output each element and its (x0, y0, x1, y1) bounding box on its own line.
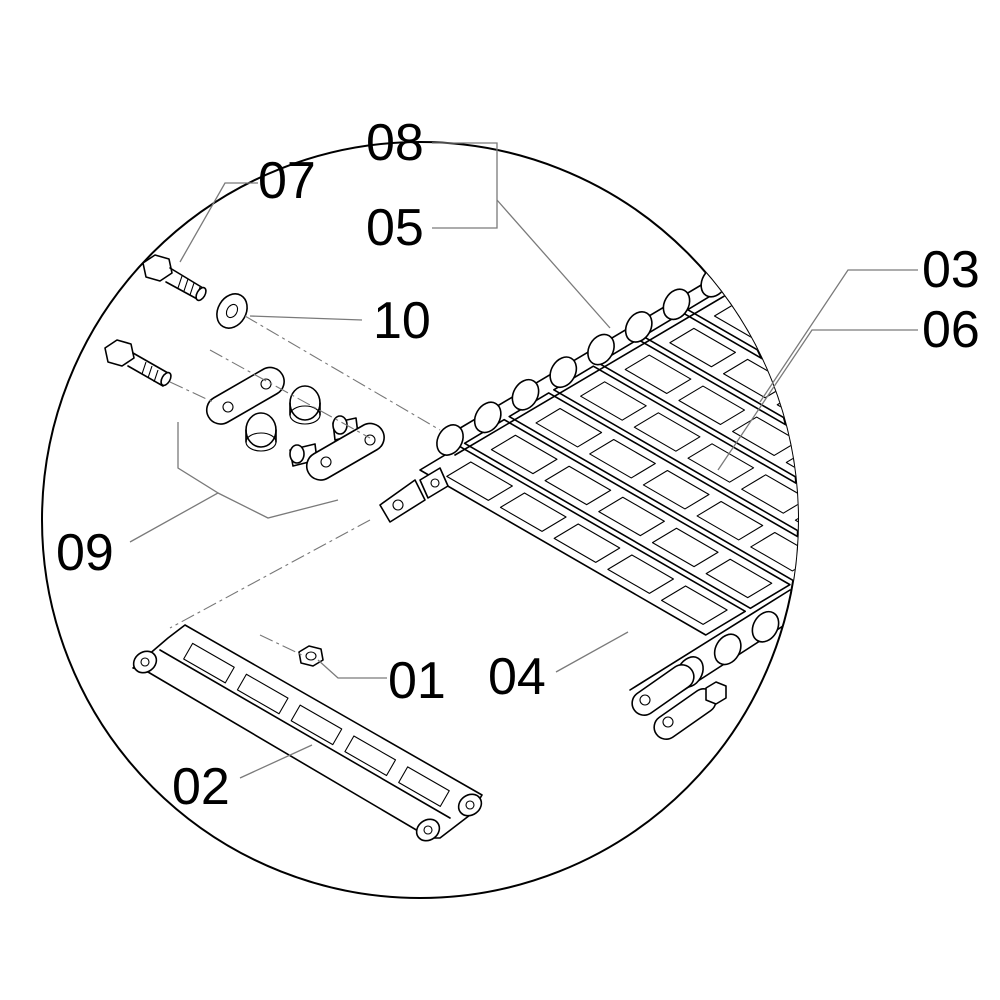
slat-opening (607, 554, 674, 594)
slat-opening (794, 505, 798, 545)
bolt-09 (104, 339, 172, 387)
belt-slat (553, 365, 798, 556)
slat-opening (446, 461, 513, 501)
chain-roller (713, 633, 742, 666)
slat-opening (580, 381, 647, 421)
slat-opening (831, 421, 897, 459)
callout-08: 08 (366, 114, 424, 172)
slat-opening (974, 399, 1000, 437)
slat-opening (822, 364, 888, 402)
slat-opening (696, 500, 764, 541)
washer-10 (216, 293, 248, 329)
belt-slat (597, 338, 798, 529)
chain-roller (436, 424, 464, 456)
slat-opening (750, 531, 798, 572)
slat-opening (705, 558, 773, 599)
slat-opening (813, 306, 879, 344)
callout-labels: 07 08 05 10 03 06 09 01 04 02 (56, 114, 980, 816)
slat-opening (499, 492, 567, 532)
chain-roller (549, 356, 578, 389)
callout-03: 03 (922, 241, 980, 299)
belt-plates (419, 258, 1000, 636)
slat-02 (132, 624, 483, 842)
chain-roller (473, 401, 502, 434)
callout-02: 02 (172, 758, 230, 816)
leader-lines (129, 142, 918, 779)
slat-opening (544, 465, 612, 506)
slat-opening (589, 438, 656, 479)
slat-opening (490, 434, 558, 475)
nut-01 (298, 645, 324, 667)
slat-opening (183, 642, 235, 684)
slat-opening (651, 527, 719, 568)
slat-opening (660, 585, 728, 625)
callout-04: 04 (488, 648, 546, 706)
slat-opening (758, 274, 798, 314)
callout-10: 10 (373, 292, 431, 350)
slat-opening (236, 673, 289, 715)
conveyor-belt-assembly (379, 258, 1000, 740)
chain-roller (587, 333, 615, 366)
assembly-centerlines (169, 315, 441, 656)
slat-opening (885, 452, 951, 490)
slat-opening (687, 443, 755, 483)
slat-opening (642, 469, 710, 510)
slat-opening (553, 523, 621, 563)
link-plate-set-09 (205, 366, 385, 481)
callout-05: 05 (366, 199, 424, 257)
chain-roller (662, 288, 691, 321)
slat-opening (767, 332, 798, 372)
slat-opening (732, 416, 798, 457)
slat-opening (290, 704, 343, 746)
bolt-07 (142, 254, 207, 302)
slat-opening (398, 766, 450, 807)
slat-opening (669, 327, 736, 368)
slat-opening (920, 368, 986, 406)
slat-opening (633, 412, 701, 452)
chain-roller (751, 610, 780, 643)
slat-opening (741, 474, 798, 514)
slat-opening (876, 395, 942, 433)
chain-roller (624, 311, 653, 343)
belt-slat (642, 311, 798, 503)
slat-opening (535, 407, 603, 448)
slat-opening (624, 354, 692, 395)
callout-07: 07 (258, 152, 316, 210)
callout-01: 01 (388, 652, 446, 710)
slat-opening (840, 479, 906, 517)
slat-opening (929, 426, 995, 464)
slat-opening (678, 385, 746, 426)
callout-06: 06 (922, 301, 980, 359)
callout-09: 09 (56, 524, 114, 582)
slat-opening (344, 735, 397, 777)
slat-opening (598, 496, 665, 537)
chain-roller (511, 378, 540, 411)
slat-opening (776, 389, 798, 430)
